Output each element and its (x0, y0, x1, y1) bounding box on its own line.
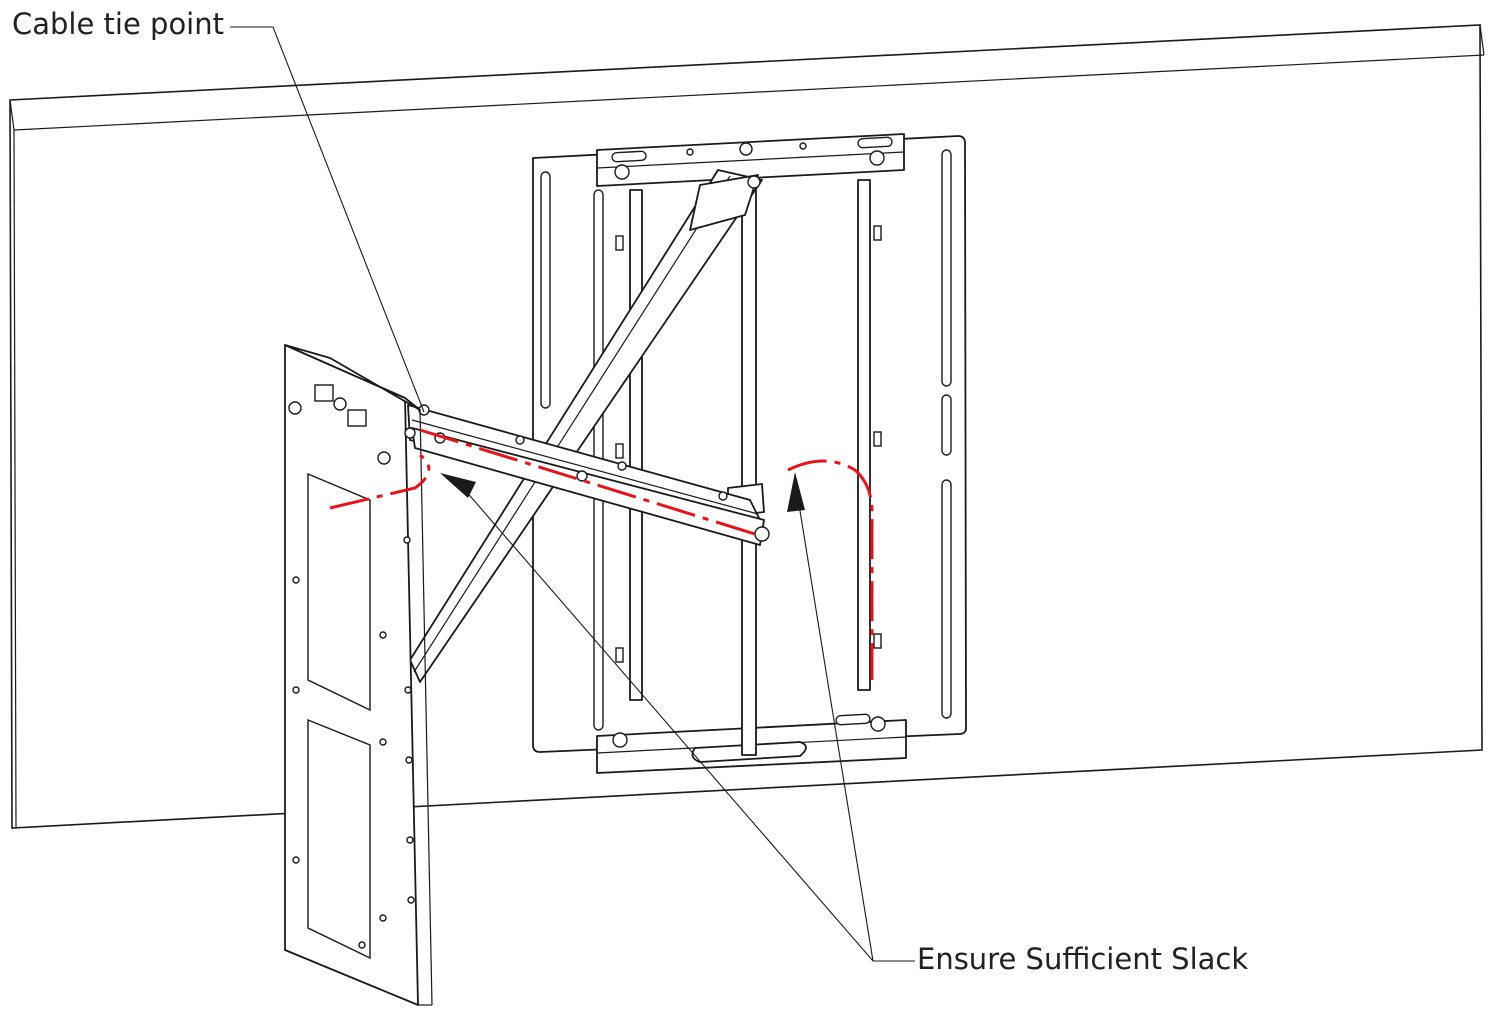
side-plate (284, 344, 433, 1006)
leader-cable-tie (230, 26, 425, 413)
ensure-slack-label: Ensure Sufficient Slack (917, 942, 1249, 976)
arrow-slack-left (440, 473, 476, 498)
arrow-slack-right (787, 472, 805, 512)
top-bracket (596, 133, 905, 187)
cable-route (329, 428, 874, 680)
leader-slack (440, 472, 915, 962)
cable-tie-point-label: Cable tie point (12, 7, 224, 41)
diagonal-arm (409, 169, 763, 683)
